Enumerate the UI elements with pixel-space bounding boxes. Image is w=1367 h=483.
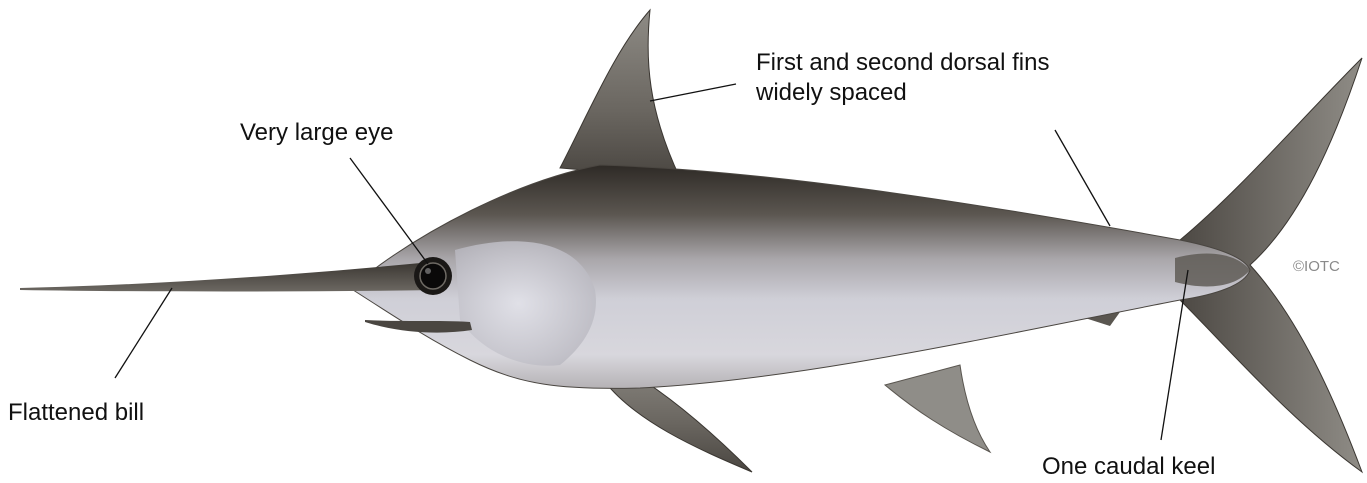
label-flattened-bill: Flattened bill (8, 398, 144, 428)
label-dorsal-line1: First and second dorsal fins (756, 48, 1049, 78)
eye-leader-line (350, 158, 428, 264)
label-dorsal-line2: widely spaced (756, 78, 1049, 108)
label-very-large-eye: Very large eye (240, 118, 393, 148)
label-caudal-keel: One caudal keel (1042, 452, 1215, 482)
bill-leader-line (115, 288, 172, 378)
eye-highlight (420, 263, 446, 289)
label-dorsal-fins: First and second dorsal fins widely spac… (756, 48, 1049, 108)
dorsal2-leader-line (1055, 130, 1110, 226)
first-dorsal-fin (560, 10, 680, 178)
dorsal-leader-line (650, 84, 736, 101)
anal-fin (885, 365, 990, 452)
lower-jaw (365, 320, 472, 333)
copyright-credit: ©IOTC (1293, 258, 1340, 275)
